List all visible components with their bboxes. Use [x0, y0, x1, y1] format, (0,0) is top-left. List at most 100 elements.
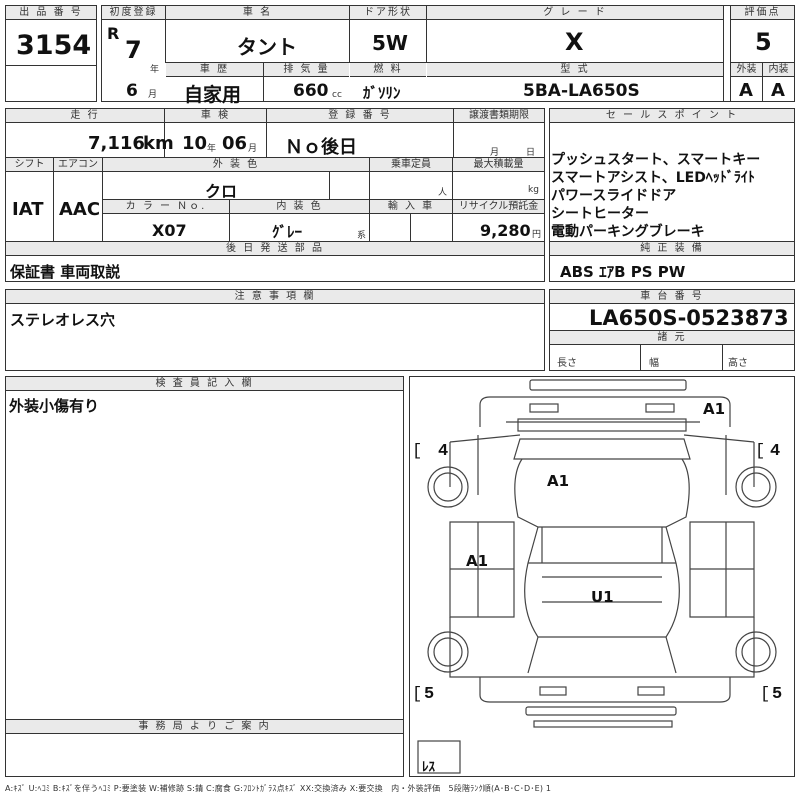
- reg-number: Ｎｏ後日: [285, 137, 357, 158]
- deadline-month-unit: 月: [490, 148, 500, 158]
- mileage: 7,116: [88, 133, 145, 154]
- vehicle-info-box: [101, 5, 795, 102]
- int-color-header: 内 装 色: [230, 200, 369, 214]
- displacement: 660: [293, 81, 329, 101]
- kg-unit: kg: [528, 185, 539, 195]
- damage-mark: U1: [591, 588, 614, 606]
- reg-no-header: 登 録 番 号: [267, 109, 453, 123]
- grade-header: グ レ ー ド: [427, 6, 723, 20]
- yen-unit: 円: [532, 230, 542, 240]
- genuine-equip: ABS ｴｱB PS PW: [560, 263, 686, 281]
- kei-unit: 系: [357, 231, 367, 241]
- displacement-header: 排 気 量: [264, 63, 349, 77]
- color-no-header: カ ラ ー Ｎｏ.: [103, 200, 229, 214]
- person-unit: 人: [438, 188, 448, 198]
- spare-tire: ﾚｽ: [422, 760, 436, 775]
- sales-point-item: シートヒーター: [551, 206, 649, 222]
- history-header: 車 歴: [166, 63, 263, 77]
- color-no: X07: [152, 221, 187, 240]
- chassis-number: LA650S-0523873: [589, 306, 789, 330]
- inspection-year-unit: 年: [207, 144, 217, 154]
- transfer-deadline-header: 譲渡書類期限: [454, 109, 544, 123]
- cc-unit: cc: [332, 90, 342, 100]
- score-header: 評価点: [731, 6, 794, 20]
- mileage-header: 走 行: [6, 109, 164, 123]
- history: 自家用: [184, 84, 242, 106]
- car-name-header: 車 名: [166, 6, 349, 20]
- svg-text:[: [: [755, 442, 765, 461]
- lot-number-box: 出 品 番 号 3154: [5, 5, 97, 102]
- notes: ステレオレス穴: [10, 311, 116, 329]
- notes-header: 注 意 事 項 欄: [6, 290, 544, 304]
- chassis-header: 車 台 番 号: [550, 290, 794, 304]
- svg-text:[: [: [760, 685, 770, 704]
- door-type: 5W: [372, 31, 408, 55]
- grade: X: [565, 28, 584, 56]
- first-reg-year: 7: [125, 36, 142, 64]
- recycle-fee: 9,280: [480, 221, 531, 240]
- svg-text:[: [: [412, 685, 422, 704]
- year-unit: 年: [150, 65, 160, 75]
- inspection-month-unit: 月: [248, 144, 258, 154]
- lot-number: 3154: [16, 30, 92, 61]
- door-header: ドア形状: [350, 6, 426, 20]
- sales-point-item: パワースライドドア: [551, 188, 677, 204]
- interior-grade: A: [771, 80, 785, 101]
- aircon: AAC: [59, 199, 101, 220]
- score: 5: [755, 28, 772, 56]
- era-mark: R: [107, 24, 120, 43]
- tire-rl: 5: [424, 685, 434, 704]
- first-reg-month: 6: [126, 81, 138, 101]
- recycle-header: リサイクル預託金: [453, 200, 544, 214]
- genuine-equip-header: 純 正 装 備: [550, 242, 794, 256]
- tire-fr: 4: [770, 442, 780, 461]
- exterior-header: 外装: [731, 63, 762, 77]
- height-label: 高さ: [728, 358, 748, 369]
- inspector-header: 検 査 員 記 入 欄: [6, 377, 403, 391]
- model-type-header: 型 式: [427, 63, 723, 77]
- deadline-day-unit: 日: [526, 148, 536, 158]
- length-label: 長さ: [557, 358, 577, 369]
- lot-number-header: 出 品 番 号: [6, 6, 96, 20]
- exterior-grade: A: [739, 80, 753, 101]
- interior-header: 内装: [763, 63, 794, 77]
- car-diagram: [4 [4 [5 [5 ﾚｽ A1 A1 A1 U1: [412, 379, 782, 775]
- legend: A:ｷｽﾞ U:ﾍｺﾐ B:ｷｽﾞを伴うﾍｺﾐ P:要塗装 W:補修跡 S:錆 …: [5, 784, 552, 793]
- first-reg-header: 初度登録: [102, 6, 165, 20]
- inspection-header: 車 検: [165, 109, 266, 123]
- import-header: 輸 入 車: [370, 200, 452, 214]
- sales-points-header: セ ー ル ス ポ イ ン ト: [550, 109, 794, 123]
- damage-mark: A1: [547, 472, 569, 490]
- inspector-box: [5, 376, 404, 777]
- inspection-month: 06: [222, 133, 248, 154]
- shift: IAT: [12, 199, 44, 220]
- tire-rr: 5: [772, 685, 782, 704]
- width-label: 幅: [649, 358, 659, 369]
- sales-point-item: 電動パーキングブレーキ: [551, 224, 705, 240]
- month-unit: 月: [148, 90, 158, 100]
- later-items-header: 後 日 発 送 部 品: [6, 242, 544, 256]
- ext-color: クロ: [205, 182, 238, 201]
- inspector-note: 外装小傷有り: [9, 397, 100, 415]
- tire-fl: 4: [438, 442, 448, 461]
- fuel: ｶﾞｿﾘﾝ: [363, 84, 401, 102]
- car-name: タント: [237, 35, 297, 59]
- later-items: 保証書 車両取説: [10, 263, 121, 281]
- dims-header: 諸 元: [550, 331, 794, 345]
- svg-text:[: [: [412, 442, 422, 461]
- office-header: 事 務 局 よ り ご 案 内: [6, 720, 403, 734]
- shift-header: シフト: [6, 158, 53, 172]
- fuel-header: 燃 料: [350, 63, 426, 77]
- ext-color-header: 外 装 色: [103, 158, 369, 172]
- damage-mark: A1: [703, 400, 725, 418]
- sales-point-item: プッシュスタート、スマートキー: [551, 152, 761, 168]
- inspection-year: 10: [182, 133, 208, 154]
- int-color: ｸﾞﾚｰ: [272, 223, 303, 241]
- max-load-header: 最大積載量: [453, 158, 544, 172]
- km-unit: km: [143, 133, 174, 154]
- capacity-header: 乗車定員: [370, 158, 452, 172]
- sales-point-item: スマートアシスト、LEDﾍｯﾄﾞﾗｲﾄ: [551, 170, 755, 186]
- aircon-header: エアコン: [54, 158, 102, 172]
- model-type: 5BA-LA650S: [523, 81, 640, 101]
- damage-mark: A1: [466, 552, 488, 570]
